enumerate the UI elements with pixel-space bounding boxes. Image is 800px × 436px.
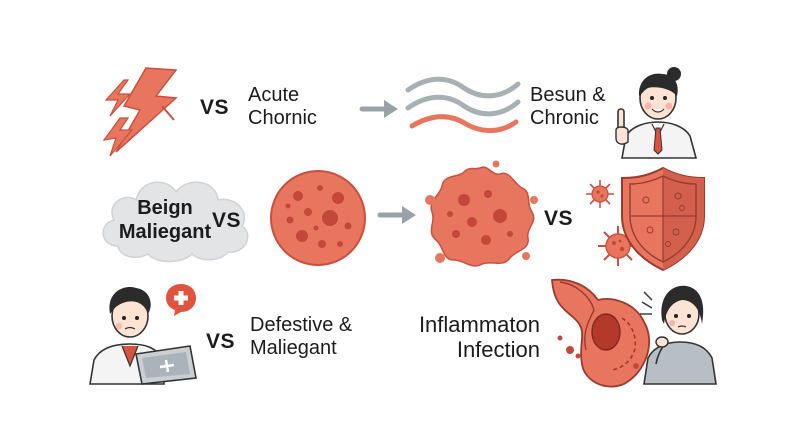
spiky-cell-icon <box>425 160 538 267</box>
doctor-pointing-icon <box>615 67 698 159</box>
label-line-1: Acute <box>248 84 300 106</box>
doctor-laptop-icon <box>89 287 197 385</box>
label-line-1: Inflammaton <box>418 312 540 337</box>
wave-lines-icon <box>405 76 521 133</box>
shield-icon <box>621 166 705 272</box>
label-line-2: Maliegant <box>250 337 337 359</box>
label-line-1: Besun & <box>530 84 606 106</box>
right-arrow-icon-row2 <box>377 206 416 224</box>
medical-cross-bubble-icon <box>166 284 196 316</box>
patient-icon <box>640 285 717 385</box>
label-line-1: Beign <box>137 197 193 219</box>
cell-icon <box>270 170 366 266</box>
vs-label-row2-right: VS <box>544 207 574 230</box>
besun-chronic-label: Besun & Chronic <box>530 84 606 130</box>
label-line-2: Chornic <box>248 107 317 129</box>
right-arrow-icon <box>359 100 398 118</box>
defective-malignant-label: Defestive & Maliegant <box>250 314 352 360</box>
vs-label-row1: VS <box>200 96 230 119</box>
cloud-icon <box>102 181 249 263</box>
label-line-2: Maliegant <box>118 221 212 243</box>
lightning-icon <box>102 67 178 157</box>
label-line-2: Chronic <box>530 107 599 129</box>
label-line-2: Infection <box>456 337 540 362</box>
acute-chronic-label: Acute Chornic <box>248 84 317 130</box>
vs-label-row3: VS <box>206 330 236 353</box>
benign-malignant-label: Beign Maliegant <box>106 196 224 244</box>
vs-label-row2-left: VS <box>212 209 242 232</box>
inflammation-infection-label: Inflammaton Infection <box>400 312 540 362</box>
inflamed-organ-icon <box>551 278 650 388</box>
virus-icon <box>586 180 614 208</box>
label-line-1: Defestive & <box>250 314 353 336</box>
